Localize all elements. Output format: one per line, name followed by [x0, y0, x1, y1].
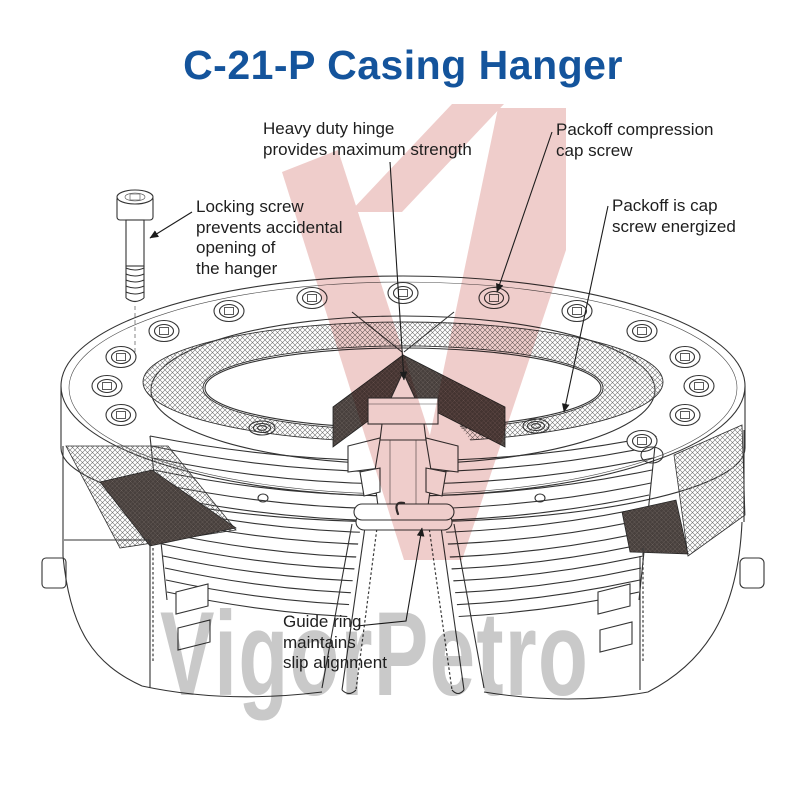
watermark: VigorPetro — [160, 587, 590, 721]
left-cut-section — [41, 445, 323, 698]
label-locking-screw: Locking screw prevents accidental openin… — [196, 197, 343, 279]
leader-locking-screw — [149, 211, 193, 239]
tapped-holes — [248, 418, 550, 503]
leader-packoff-energized — [561, 205, 609, 413]
label-packoff-compression-cap-screw: Packoff compression cap screw — [556, 120, 714, 160]
right-cut-section — [483, 424, 765, 700]
bolt-holes — [91, 281, 715, 464]
leader-guide-ring — [356, 527, 425, 627]
leader-packoff-compression — [496, 131, 553, 293]
label-heavy-duty-hinge: Heavy duty hinge provides maximum streng… — [263, 119, 472, 159]
label-guide-ring: Guide ring maintains slip alignment — [283, 612, 387, 673]
leader-lines — [149, 131, 609, 627]
label-packoff-energized: Packoff is cap screw energized — [612, 196, 736, 236]
page-title: C-21-P Casing Hanger — [183, 42, 623, 88]
vigorpetro-logo-mark — [282, 104, 566, 560]
leader-heavy-duty-hinge — [389, 161, 408, 381]
dowel-hole — [640, 446, 664, 464]
locking-screw-drawing — [116, 189, 154, 352]
